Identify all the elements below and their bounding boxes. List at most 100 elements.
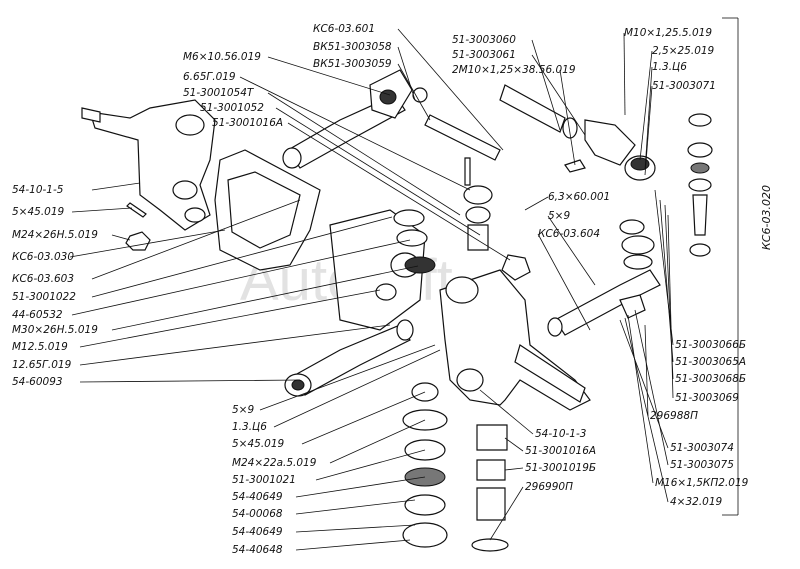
leader-line	[275, 107, 481, 236]
part-label: КС6-03.603	[12, 273, 74, 285]
lower-arm	[284, 319, 414, 397]
part-label: 54-00068	[232, 508, 283, 520]
part-label: 54-40648	[232, 544, 283, 556]
part-label: 6.65Г.019	[183, 71, 236, 83]
upper-left-knuckle	[81, 99, 216, 231]
center-knuckle	[439, 269, 591, 411]
leader-line	[259, 344, 436, 411]
leader-line	[397, 28, 504, 151]
leader-line	[295, 539, 411, 551]
part-label: 5×9	[548, 210, 570, 222]
lower-left-stack	[402, 382, 448, 548]
leader-line	[79, 379, 301, 383]
part-label: 5×9	[232, 404, 254, 416]
leader-line	[531, 39, 561, 131]
assembly-code: КС6-03.020	[760, 185, 773, 250]
leader-line	[639, 50, 653, 161]
leader-line	[239, 76, 471, 191]
leader-line	[644, 66, 653, 171]
leader-line	[397, 63, 431, 121]
part-label: ВК51-3003058	[313, 41, 392, 53]
leader-line	[91, 182, 141, 191]
leader-line	[623, 32, 626, 116]
leader-line	[627, 314, 654, 484]
leader-line	[111, 234, 131, 241]
leader-line	[301, 391, 426, 445]
leader-line	[273, 349, 441, 428]
part-label: 4×32.019	[670, 496, 723, 508]
part-label: М30×26Н.5.019	[12, 324, 98, 336]
leader-line	[619, 319, 669, 449]
leader-line	[79, 289, 381, 348]
leader-line	[91, 216, 393, 298]
labels-top-right: 51-3003060 51-3003061 2М10×1,25×38.56.019	[452, 34, 586, 166]
part-label: М24×26Н.5.019	[12, 229, 98, 241]
part-label: 51-3001021	[232, 474, 296, 486]
leader-line	[71, 207, 133, 213]
part-label: 6,3×60.001	[548, 191, 610, 203]
part-label: 51-3003066Б	[675, 339, 746, 351]
part-label: 51-3003071	[652, 80, 716, 92]
part-label: 54-60093	[12, 376, 63, 388]
part-label: М6×10.56.019	[183, 51, 261, 63]
leader-line	[111, 265, 419, 331]
part-label: 51-3003060	[452, 34, 516, 46]
part-label: 296988П	[650, 410, 698, 422]
leader-line	[329, 419, 426, 464]
lower-center-stack	[471, 424, 509, 552]
part-label: 54-40649	[232, 491, 283, 503]
leader-line	[91, 199, 301, 280]
right-stack	[687, 113, 713, 257]
part-label: 12.65Г.019	[12, 359, 72, 371]
part-label: М16×1,5КП2.019	[655, 477, 749, 489]
leader-line	[644, 85, 653, 176]
leader-line	[479, 389, 534, 435]
part-label: 2М10×1,25×38.56.019	[452, 64, 576, 76]
leader-line	[504, 437, 524, 452]
part-label: 51-3003069	[675, 392, 739, 404]
leader-line	[489, 486, 524, 541]
leader-line	[504, 467, 524, 471]
part-label: 51-3003074	[670, 442, 734, 454]
part-label: 51-3001016А	[212, 117, 283, 129]
leader-line	[547, 215, 596, 286]
leader-line	[295, 476, 426, 498]
leader-line	[559, 69, 576, 166]
part-label: 54-10-1-5	[12, 184, 64, 196]
part-label: КС6-03.601	[313, 23, 375, 35]
part-label: 1.3.Ц6	[652, 61, 687, 73]
part-label: 54-10-1-3	[535, 428, 586, 440]
part-label: М24×22а.5.019	[232, 457, 317, 469]
leader-line	[397, 46, 416, 101]
leader-line	[79, 324, 391, 366]
leader-line	[69, 229, 226, 258]
part-label: 51-3003065А	[675, 356, 746, 368]
part-label: 51-3003061	[452, 49, 516, 61]
leader-line	[644, 324, 649, 417]
assembly-bracket: КС6-03.020	[722, 17, 773, 516]
leader-line	[624, 317, 669, 503]
part-label: 51-3001054Т	[183, 87, 255, 99]
part-label: 51-3001019Б	[525, 462, 596, 474]
labels-top-left: М6×10.56.019 6.65Г.019 51-3001054Т 51-30010…	[183, 51, 511, 261]
part-label: 51-3003075	[670, 459, 734, 471]
upper-arm	[282, 69, 413, 169]
leader-line	[295, 524, 416, 533]
part-label: 51-3001052	[200, 102, 264, 114]
part-label: 5×45.019	[12, 206, 65, 218]
parts-drawing	[81, 69, 713, 552]
part-label: М10×1,25.5.019	[624, 27, 712, 39]
labels-left: 54-10-1-55×45.019М24×26Н.5.019КС6-03.030…	[12, 182, 419, 388]
leader-line	[634, 309, 669, 466]
part-label: 1.3.Ц6	[232, 421, 267, 433]
labels-right-bottom: 51-3003066Б51-3003065А51-3003068Б51-3003…	[619, 189, 749, 508]
part-label: 296990П	[525, 481, 573, 493]
leader-line	[287, 122, 511, 261]
part-label: 2,5×25.019	[652, 45, 715, 57]
part-label: 5×45.019	[232, 438, 285, 450]
part-label: 51-3001016А	[525, 445, 596, 457]
